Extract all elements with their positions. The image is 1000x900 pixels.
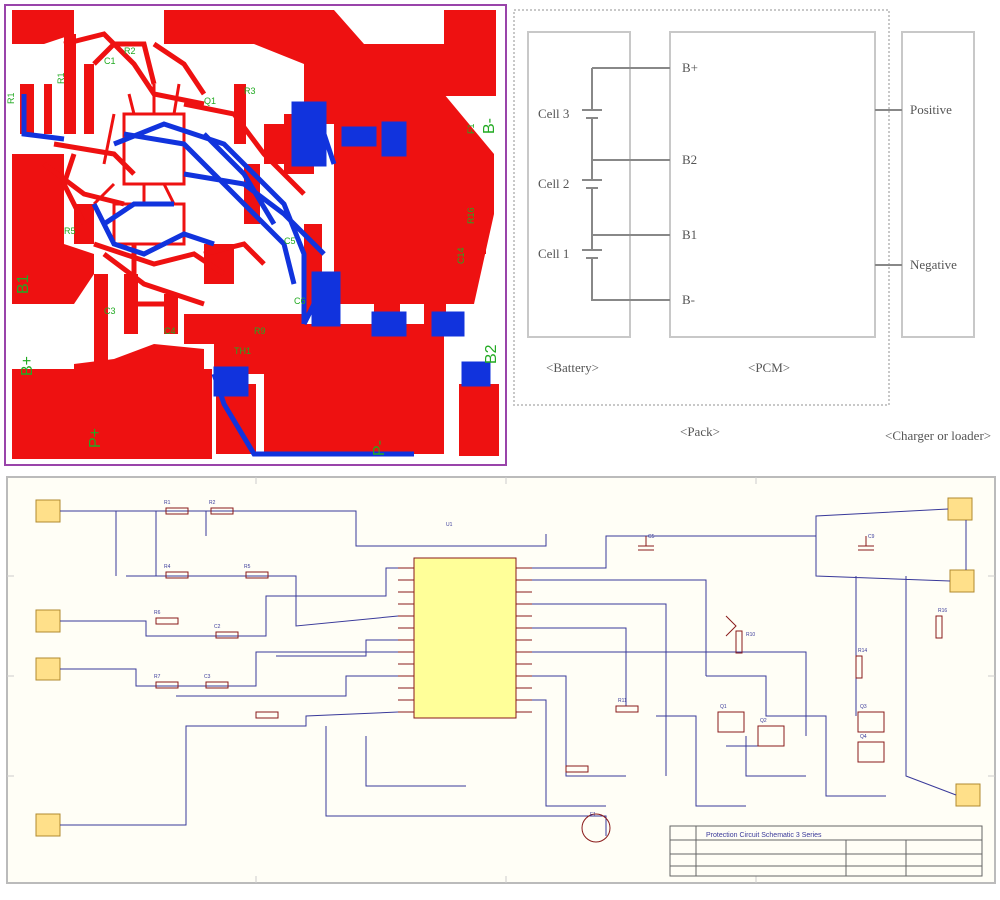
pcb-label-b1: B1 — [15, 274, 32, 294]
schematic-wires — [60, 508, 967, 836]
pcb-label-b2: B2 — [483, 344, 500, 364]
pcb-bottom-copper — [21, 94, 491, 457]
pcb-label-p-minus: P- — [371, 440, 388, 456]
svg-text:U1: U1 — [446, 522, 453, 528]
pcb-label-b-plus: B+ — [19, 356, 36, 376]
caption-battery: <Battery> — [546, 360, 599, 375]
svg-text:R16: R16 — [466, 207, 476, 224]
svg-text:Q1: Q1 — [720, 704, 727, 710]
svg-text:R5: R5 — [244, 564, 251, 570]
cell-2-label: Cell 2 — [538, 176, 569, 191]
svg-text:C14: C14 — [456, 247, 466, 264]
svg-text:C3: C3 — [204, 674, 211, 680]
title-block: Protection Circuit Schematic 3 Series — [669, 825, 983, 877]
svg-text:Q2: Q2 — [760, 718, 767, 724]
svg-text:R4: R4 — [164, 564, 171, 570]
protection-ic — [413, 557, 517, 719]
svg-text:F1: F1 — [590, 812, 596, 818]
svg-text:TH1: TH1 — [234, 346, 251, 356]
svg-text:R3: R3 — [244, 86, 256, 96]
connectors — [35, 497, 981, 837]
battery-box — [527, 31, 631, 338]
block-wiring — [582, 67, 902, 301]
schematic-title: Protection Circuit Schematic 3 Series — [706, 832, 822, 839]
svg-text:R1: R1 — [56, 72, 66, 84]
pcb-layout: R1 C1 R2 Q1 R3 R5 C3 C4 TH1 R9 C5 C6 C14… — [4, 4, 507, 466]
pcm-pin-b-plus: B+ — [682, 60, 698, 75]
pcm-box — [669, 31, 876, 338]
svg-text:R1: R1 — [164, 500, 171, 506]
svg-text:C3: C3 — [104, 306, 116, 316]
caption-pack: <Pack> — [680, 424, 720, 439]
pack-boundary — [513, 9, 890, 406]
svg-text:Q1: Q1 — [204, 96, 216, 106]
svg-text:R9: R9 — [254, 326, 266, 336]
charger-box — [901, 31, 975, 338]
output-positive: Positive — [910, 102, 952, 117]
svg-text:R2: R2 — [209, 500, 216, 506]
pcb-label-p-plus: P+ — [87, 428, 104, 448]
svg-text:R10: R10 — [746, 632, 755, 638]
output-negative: Negative — [910, 257, 957, 272]
svg-text:R11: R11 — [618, 698, 627, 704]
block-diagram: Cell 3 Cell 2 Cell 1 B+ B2 B1 B- Positiv… — [513, 9, 991, 443]
pcm-pin-b1: B1 — [682, 227, 697, 242]
svg-text:R16: R16 — [938, 608, 947, 614]
svg-text:C4: C4 — [164, 326, 176, 336]
svg-text:R2: R2 — [124, 46, 136, 56]
svg-text:Q3: Q3 — [860, 704, 867, 710]
svg-text:R1: R1 — [6, 92, 16, 104]
schematic-components — [155, 507, 943, 843]
svg-text:C1: C1 — [104, 56, 116, 66]
cell-3-label: Cell 3 — [538, 106, 569, 121]
svg-text:C5: C5 — [284, 236, 296, 246]
svg-text:C2: C2 — [214, 624, 221, 630]
svg-text:R6: R6 — [154, 610, 161, 616]
svg-text:F1: F1 — [466, 123, 476, 134]
svg-text:R5: R5 — [64, 226, 76, 236]
svg-text:Q4: Q4 — [860, 734, 867, 740]
pcm-pin-b2: B2 — [682, 152, 697, 167]
svg-text:C6: C6 — [294, 296, 306, 306]
cell-1-label: Cell 1 — [538, 246, 569, 261]
svg-text:C9: C9 — [868, 534, 875, 540]
svg-text:R7: R7 — [154, 674, 161, 680]
ic-pins — [398, 567, 532, 713]
svg-text:R14: R14 — [858, 648, 867, 654]
pcb-silkscreen: R1 C1 R2 Q1 R3 R5 C3 C4 TH1 R9 C5 C6 C14… — [6, 46, 476, 356]
caption-pcm: <PCM> — [748, 360, 790, 375]
frame-ticks — [7, 477, 995, 883]
pcb-label-b-minus: B- — [481, 118, 498, 134]
pcm-pin-b-minus: B- — [682, 292, 695, 307]
caption-charger: <Charger or loader> — [885, 428, 991, 443]
svg-text:C5: C5 — [648, 534, 655, 540]
